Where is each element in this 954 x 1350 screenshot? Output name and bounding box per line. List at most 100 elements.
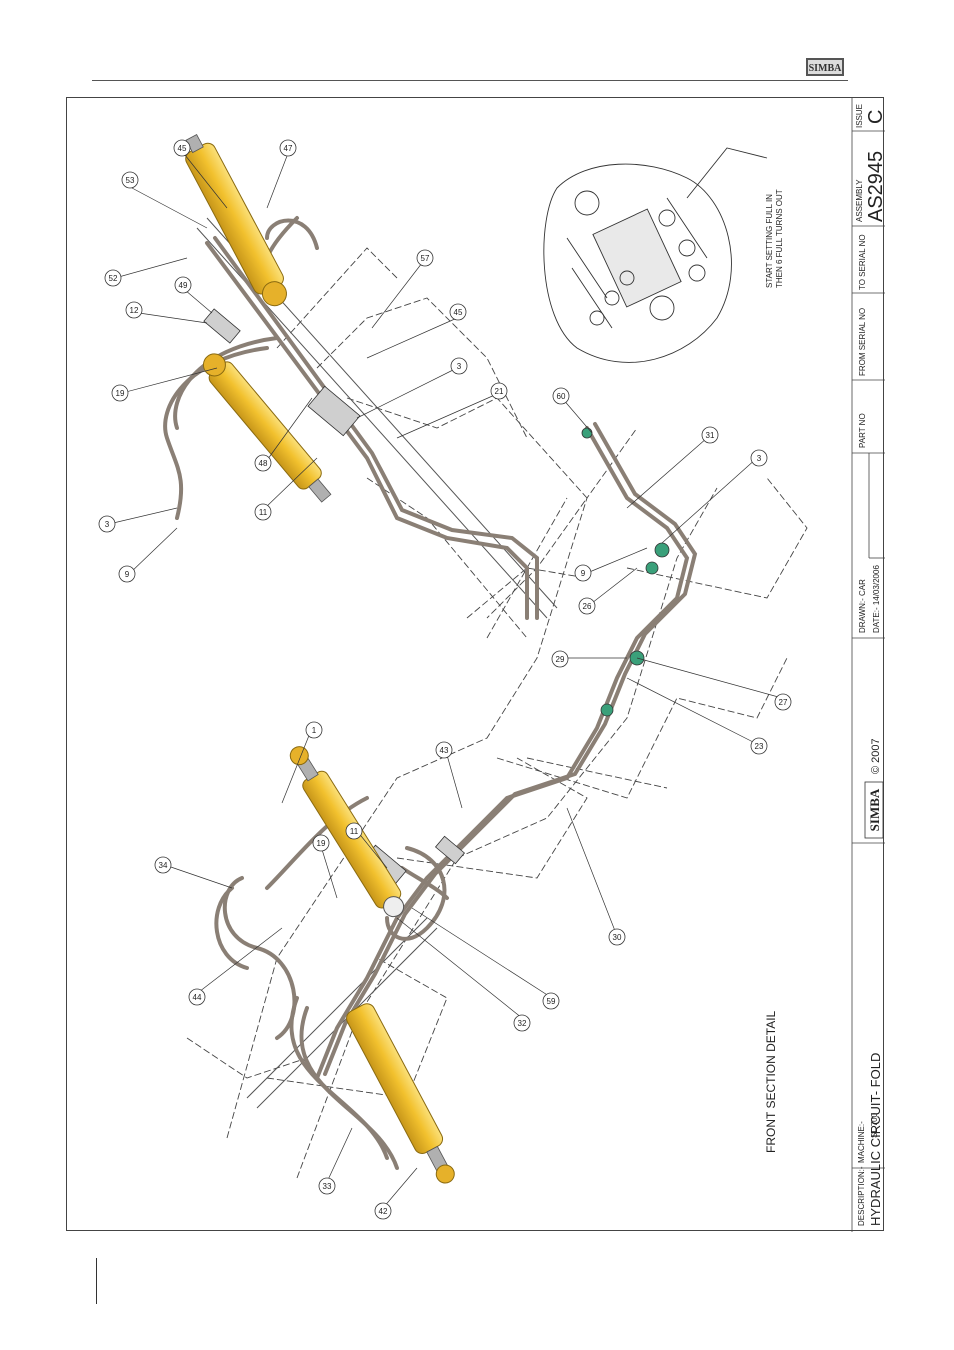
tb-machine: SL 700: [870, 1112, 879, 1138]
callout-11: 11: [254, 503, 272, 521]
tb-date-group: DATE:- 14/03/2006: [872, 565, 881, 633]
callout-3-label: 3: [457, 362, 462, 371]
callout-49-label: 49: [179, 281, 188, 290]
callouts: 45 47 53 52 57 49 12 45 19 3 21 48 60 11…: [98, 139, 792, 1220]
tb-description-label: DESCRIPTION:-: [857, 1166, 866, 1226]
callout-53-label: 53: [126, 176, 135, 185]
tb-logo: SIMBA: [867, 788, 882, 831]
callout-43: 43: [435, 741, 453, 759]
callout-49: 49: [174, 276, 192, 294]
callout-52-label: 52: [109, 274, 118, 283]
tb-part-no-group: PART NO: [858, 413, 867, 448]
callout-29-label: 29: [556, 655, 565, 664]
callout-3-right-label: 3: [757, 454, 762, 463]
setting-note-line-1: START SETTING FULL IN: [765, 194, 774, 288]
callout-31: 31: [701, 426, 719, 444]
tb-description: HYDRAULIC CIRCUIT- FOLD: [868, 1053, 883, 1226]
callout-31-label: 31: [706, 431, 715, 440]
cylinder-top-2: [202, 353, 332, 503]
callout-12: 12: [125, 301, 143, 319]
tb-from-serial-label: FROM SERIAL NO: [858, 308, 867, 376]
drawing-sheet: START SETTING FULL IN THEN 6 FULL TURNS …: [66, 97, 885, 1232]
callout-53: 53: [121, 171, 139, 189]
tb-drawn-group: DRAWN:- CAR: [858, 579, 867, 633]
valve-blocks: [203, 308, 670, 886]
callout-27-label: 27: [779, 698, 788, 707]
callout-59: 59: [542, 992, 560, 1010]
callout-9-right-label: 9: [581, 569, 586, 578]
callout-33-label: 33: [323, 1182, 332, 1191]
callout-45-label: 45: [178, 144, 187, 153]
hydraulic-drawing: START SETTING FULL IN THEN 6 FULL TURNS …: [98, 98, 885, 1232]
callout-9-right: 9: [574, 564, 592, 582]
tb-machine-group: SL 700: [870, 1112, 879, 1138]
callout-34: 34: [154, 856, 172, 874]
tb-machine-label-group: MACHINE:-: [857, 1121, 866, 1163]
tb-description-label-group: DESCRIPTION:-: [857, 1166, 866, 1226]
callout-26-label: 26: [583, 602, 592, 611]
callout-59-label: 59: [547, 997, 556, 1006]
callout-30-label: 30: [613, 933, 622, 942]
callout-44-label: 44: [193, 993, 202, 1002]
page-side-rule: [96, 1258, 97, 1304]
callout-34-label: 34: [159, 861, 168, 870]
callout-43-label: 43: [440, 746, 449, 755]
callout-12-label: 12: [130, 306, 139, 315]
header-logo-text: SIMBA: [809, 63, 843, 74]
page-header-rule: [92, 80, 848, 81]
callout-19-lower-label: 19: [317, 839, 326, 848]
callout-42: 42: [374, 1202, 392, 1220]
callout-42-label: 42: [379, 1207, 388, 1216]
callout-45-lower: 45: [449, 303, 467, 321]
tb-drawn: DRAWN:- CAR: [858, 579, 867, 633]
callout-32: 32: [513, 1014, 531, 1032]
tb-issue: C: [865, 110, 885, 124]
callout-9: 9: [118, 565, 136, 583]
tb-to-serial-group: TO SERIAL NO: [858, 234, 867, 290]
callout-27: 27: [774, 693, 792, 711]
section-label-group: FRONT SECTION DETAIL: [764, 1010, 778, 1153]
callout-60: 60: [552, 387, 570, 405]
callout-3-right: 3: [750, 449, 768, 467]
callout-29: 29: [551, 650, 569, 668]
tb-issue-label-group: ISSUE: [855, 104, 864, 128]
callout-47-label: 47: [284, 144, 293, 153]
title-block: [851, 98, 885, 1232]
tb-from-serial-group: FROM SERIAL NO: [858, 308, 867, 376]
callout-30: 30: [608, 928, 626, 946]
callout-19-lower: 19: [312, 834, 330, 852]
inset-valve-detail: [543, 147, 768, 363]
callout-3-left: 3: [98, 515, 116, 533]
callout-48-label: 48: [259, 459, 268, 468]
callout-23-label: 23: [755, 742, 764, 751]
callout-44: 44: [188, 988, 206, 1006]
callout-57-label: 57: [421, 254, 430, 263]
tb-to-serial-label: TO SERIAL NO: [858, 234, 867, 290]
tb-copyright: © 2007: [870, 738, 882, 774]
callout-1-label: 1: [312, 726, 317, 735]
tb-assembly-label: ASSEMBLY: [855, 179, 864, 222]
cylinder-bottom-1: [289, 746, 405, 918]
callout-19-label: 19: [116, 389, 125, 398]
callout-21: 21: [490, 382, 508, 400]
callout-23: 23: [750, 737, 768, 755]
callout-leaders: [108, 154, 783, 1209]
callout-60-label: 60: [557, 392, 566, 401]
cylinder-top-1: [185, 134, 287, 307]
callout-26: 26: [578, 597, 596, 615]
callout-57: 57: [416, 249, 434, 267]
tb-issue-label: ISSUE: [855, 104, 864, 128]
tb-date: DATE:- 14/03/2006: [872, 565, 881, 633]
callout-52: 52: [104, 269, 122, 287]
callout-45-lower-label: 45: [454, 308, 463, 317]
tb-assembly-label-group: ASSEMBLY: [855, 179, 864, 222]
tb-logo-group: SIMBA © 2007: [864, 738, 884, 839]
callout-9-label: 9: [125, 570, 130, 579]
tb-assembly-group: AS2945: [865, 151, 885, 222]
callout-21-label: 21: [495, 387, 504, 396]
callout-32-label: 32: [518, 1019, 527, 1028]
tb-assembly: AS2945: [865, 151, 885, 222]
hose-lines: [163, 216, 698, 1170]
tb-part-no-label: PART NO: [858, 413, 867, 448]
header-logo: SIMBA: [806, 58, 844, 76]
